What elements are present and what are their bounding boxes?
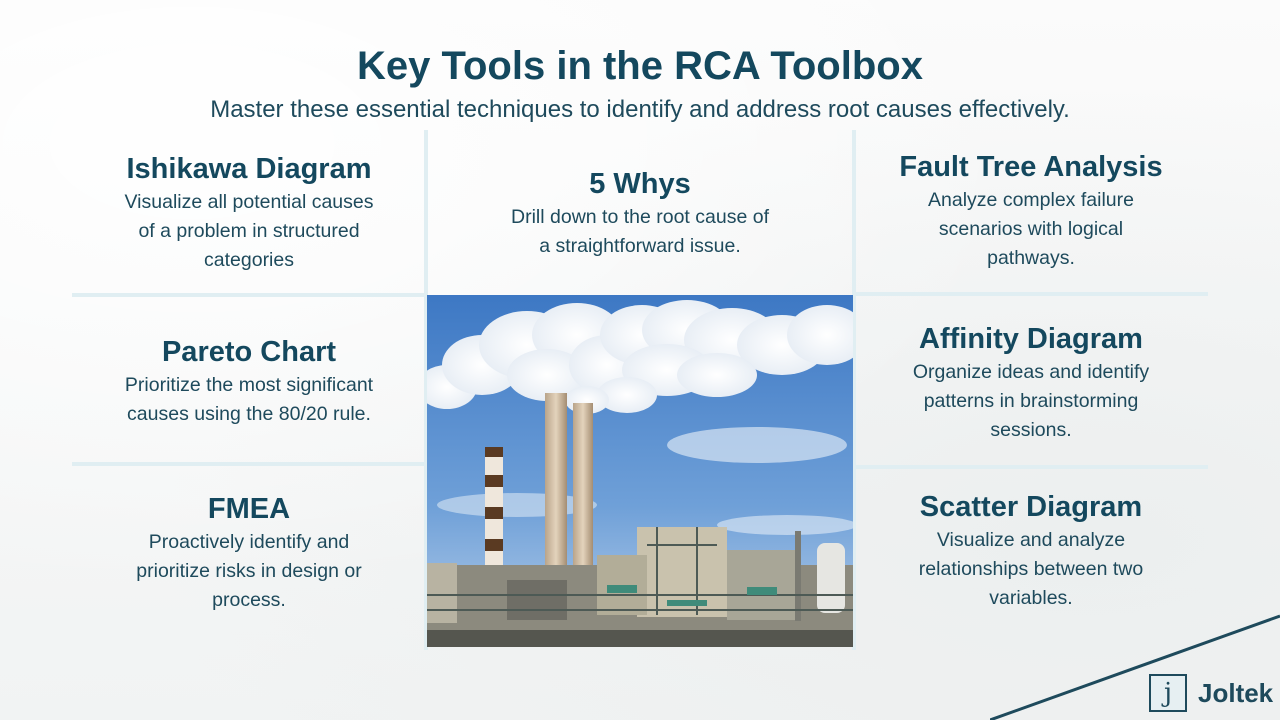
tool-card-fault-tree: Fault Tree Analysis Analyze complex fail…	[856, 151, 1206, 273]
page-title: Key Tools in the RCA Toolbox	[357, 44, 923, 88]
tool-description: Organize ideas and identify patterns in …	[912, 361, 1150, 442]
grid-divider-right	[852, 130, 856, 650]
grid-divider-left-1	[72, 293, 426, 297]
tool-title: 5 Whys	[589, 168, 691, 200]
grid-divider-right-1	[854, 292, 1208, 296]
grid-divider-right-2	[854, 465, 1208, 469]
brand-name: Joltek	[1198, 678, 1274, 708]
tool-title: Ishikawa Diagram	[126, 153, 372, 185]
tool-title: FMEA	[207, 493, 291, 525]
grid-divider-left-2	[72, 462, 426, 466]
page-subtitle: Master these essential techniques to ide…	[210, 96, 1070, 123]
joltek-logo-icon: j	[1149, 674, 1187, 712]
tool-description: Analyze complex failure scenarios with l…	[928, 189, 1134, 270]
power-plant-smokestacks-icon	[427, 295, 853, 647]
tool-title: Affinity Diagram	[919, 323, 1143, 355]
tool-card-affinity: Affinity Diagram Organize ideas and iden…	[856, 323, 1206, 445]
grid-divider-left	[424, 130, 428, 650]
power-plant-image	[427, 295, 853, 647]
tool-card-pareto: Pareto Chart Prioritize the most signifi…	[72, 336, 426, 429]
tool-description: Proactively identify and prioritize risk…	[136, 531, 362, 612]
tool-description: Drill down to the root cause of a straig…	[511, 206, 769, 258]
tool-title: Fault Tree Analysis	[899, 151, 1163, 183]
tool-title: Scatter Diagram	[919, 491, 1143, 523]
tool-card-scatter: Scatter Diagram Visualize and analyze re…	[856, 491, 1206, 613]
tool-card-ishikawa: Ishikawa Diagram Visualize all potential…	[72, 153, 426, 275]
tool-description: Prioritize the most significant causes u…	[124, 374, 374, 426]
tool-card-5-whys: 5 Whys Drill down to the root cause of a…	[428, 168, 852, 261]
accent-diagonal-line	[990, 614, 1280, 720]
tool-title: Pareto Chart	[161, 336, 337, 368]
tool-card-fmea: FMEA Proactively identify and prioritize…	[72, 493, 426, 615]
tool-description: Visualize and analyze relationships betw…	[918, 529, 1144, 610]
tool-description: Visualize all potential causes of a prob…	[124, 191, 374, 272]
